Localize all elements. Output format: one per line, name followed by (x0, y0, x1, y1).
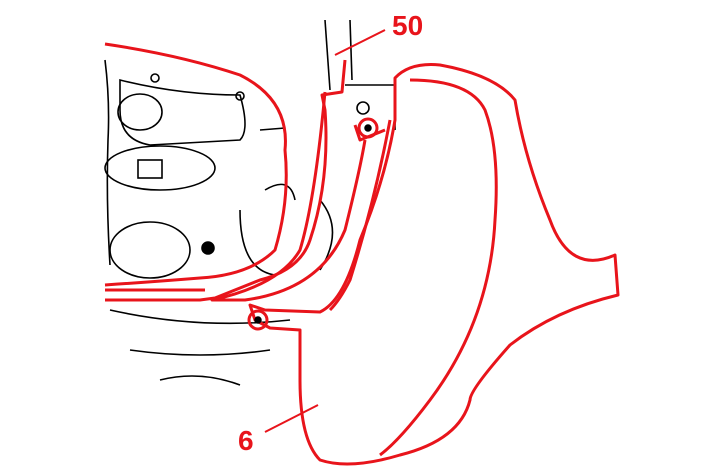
dashboard-linework (104, 19, 396, 386)
highlighted-parts (104, 42, 620, 466)
part-6-outline (248, 63, 620, 466)
screw-top-icon (357, 117, 379, 139)
screw-heads (254, 124, 372, 324)
part-6-left-edge (328, 119, 392, 312)
part-50-outline (104, 42, 347, 302)
callout-label-6: 6 (238, 425, 254, 456)
callout-label-50: 50 (392, 10, 424, 41)
screw-bottom-icon (247, 309, 269, 331)
leader-lines (264, 29, 386, 433)
part-6-inner-edge (379, 78, 498, 457)
part-50-pillar (210, 91, 367, 302)
